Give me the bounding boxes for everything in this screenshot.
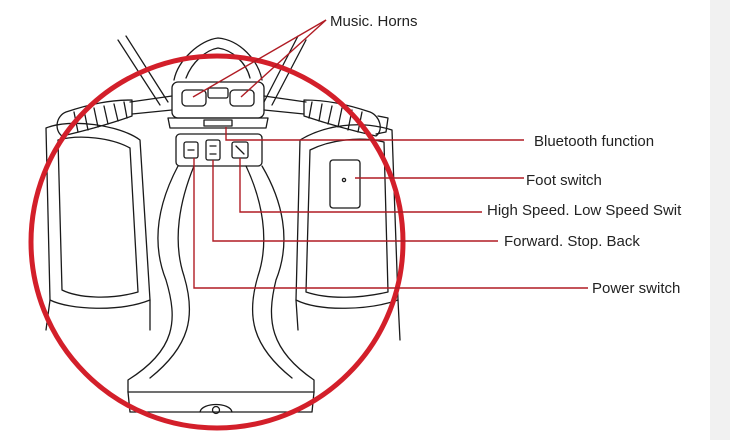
leader-music-horns-2 xyxy=(240,19,327,98)
label-music-horns: Music. Horns xyxy=(330,13,418,30)
label-direction-switch: Forward. Stop. Back xyxy=(504,233,640,250)
label-power-switch: Power switch xyxy=(592,280,680,297)
leader-direction-switch xyxy=(212,160,498,242)
leader-music-horns xyxy=(192,19,327,98)
magnify-circle xyxy=(28,53,406,431)
leader-lines xyxy=(192,19,588,289)
vehicle-line-art xyxy=(45,35,401,415)
leader-power-switch xyxy=(193,158,588,289)
label-speed-switch: High Speed. Low Speed Swit xyxy=(487,202,682,219)
label-bluetooth-function: Bluetooth function xyxy=(534,133,654,150)
leader-speed-switch xyxy=(239,158,482,213)
label-foot-switch: Foot switch xyxy=(526,172,602,189)
right-gutter-panel xyxy=(710,0,730,440)
leader-bluetooth xyxy=(225,127,524,141)
